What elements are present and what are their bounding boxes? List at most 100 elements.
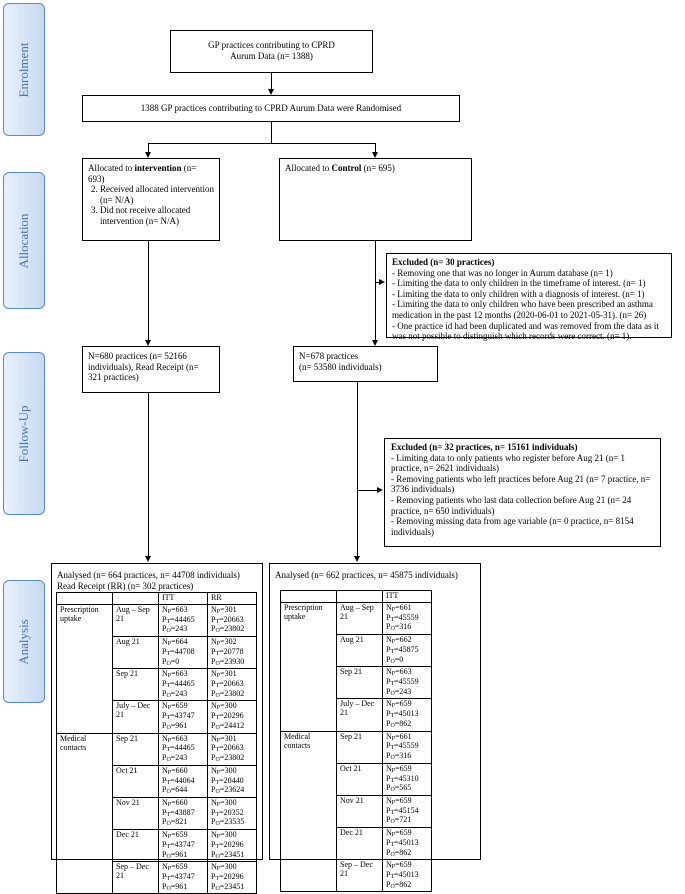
value-line: PT=45154 [386, 805, 419, 816]
arrow-down [145, 340, 151, 346]
subscript: P [391, 864, 396, 871]
arrow-down [372, 340, 378, 346]
value-line: PO=0 [162, 656, 180, 667]
column-header: RR [207, 592, 257, 605]
list-item: - Limiting the data to only children wit… [392, 288, 645, 299]
allocation-control-box: Allocated to Control (n= 695) [279, 158, 472, 241]
value-line: NP=663 [162, 733, 188, 744]
period-label: Sep 21 [112, 732, 159, 766]
subscript: T [390, 777, 395, 784]
subscript: T [215, 683, 220, 690]
subscript: O [215, 692, 220, 699]
value-line: PT=20663 [211, 743, 244, 754]
period-label: Aug – Sep 21 [336, 601, 383, 636]
subscript: O [390, 690, 395, 697]
value-line: NP=301 [211, 733, 237, 744]
subscript: P [216, 801, 221, 808]
period-label: Nov 21 [336, 794, 383, 829]
list-item: - Limiting the data to only children in … [392, 278, 646, 289]
value-line: NP=664 [162, 637, 188, 648]
period-label: Dec 21 [112, 829, 159, 863]
period-label: Aug 21 [336, 634, 383, 668]
subscript: O [215, 757, 220, 764]
randomised-box: 1388 GP practices contributing to CPRD A… [82, 95, 460, 122]
subscript: T [166, 618, 171, 625]
value-line: PT=45013 [386, 837, 419, 848]
period-label: Sep – Dec 21 [112, 861, 159, 894]
connector [375, 282, 379, 283]
allocation-control-title: Allocated to Control (n= 695) [285, 163, 395, 173]
subscript: O [166, 628, 171, 635]
value-line: NP=659 [386, 828, 412, 839]
value-line: PO=23802 [211, 753, 245, 764]
subscript: T [166, 715, 171, 722]
subscript: O [390, 722, 395, 729]
value-line: PO=721 [386, 815, 412, 826]
subscript: T [215, 715, 220, 722]
value-line: NP=302 [211, 637, 237, 648]
excluded-followup-box: Excluded (n= 32 practices, n= 15161 indi… [384, 438, 661, 547]
subscript: P [167, 641, 172, 648]
value-line: NP=300 [211, 701, 237, 712]
subscript: O [166, 821, 171, 828]
value-line: NP=300 [211, 797, 237, 808]
subscript: O [215, 660, 220, 667]
followup-intervention-box: N=680 practices (n= 52166 individuals), … [82, 346, 220, 393]
analysis-control-line-1: Analysed (n= 662 practices, n= 45875 ind… [275, 570, 458, 580]
subscript: T [166, 747, 171, 754]
value-line: PO=316 [386, 622, 412, 633]
value-line: NP=659 [386, 763, 412, 774]
subscript: P [216, 866, 221, 873]
period-label: Sep 21 [336, 730, 383, 764]
value-line: NP=301 [211, 669, 237, 680]
subscript: T [215, 811, 220, 818]
subscript: T [215, 650, 220, 657]
list-item: - Limiting data to only patients who reg… [391, 452, 626, 474]
allocation-intervention-list: Received allocated intervention (n= N/A)… [88, 184, 214, 226]
subscript: T [215, 779, 220, 786]
value-line: NP=659 [162, 701, 188, 712]
subscript: P [167, 801, 172, 808]
value-line: PT=20296 [211, 711, 244, 722]
connector [148, 143, 149, 152]
subscript: P [216, 834, 221, 841]
value-line: PT=44465 [162, 679, 195, 690]
excluded-allocation-list: - Removing one that was no longer in Aur… [392, 268, 666, 342]
subscript: P [391, 767, 396, 774]
value-line: NP=300 [211, 830, 237, 841]
subscript: P [167, 609, 172, 615]
subscript: T [390, 873, 395, 880]
value-line: NP=301 [211, 605, 237, 615]
value-line: NP=659 [386, 699, 412, 710]
value-line: NP=660 [162, 797, 188, 808]
value-line: PO=243 [162, 688, 188, 699]
subscript: O [390, 851, 395, 858]
value-line: PO=565 [386, 783, 412, 794]
value-line: NP=661 [386, 731, 412, 742]
period-label: Aug 21 [112, 636, 159, 670]
group-label: Prescription uptake [56, 604, 113, 734]
value-line: NP=663 [162, 605, 188, 615]
value-line: PT=20663 [211, 679, 244, 690]
subscript: P [167, 866, 172, 873]
list-item: Did not receive allocated intervention (… [100, 205, 214, 226]
period-label: July – Dec 21 [112, 700, 159, 734]
analysis-intervention-line-2: Read Receipt (RR) (n= 302 practices) [57, 580, 194, 591]
randomised-text: 1388 GP practices contributing to CPRD A… [140, 103, 402, 113]
subscript: P [391, 671, 396, 678]
